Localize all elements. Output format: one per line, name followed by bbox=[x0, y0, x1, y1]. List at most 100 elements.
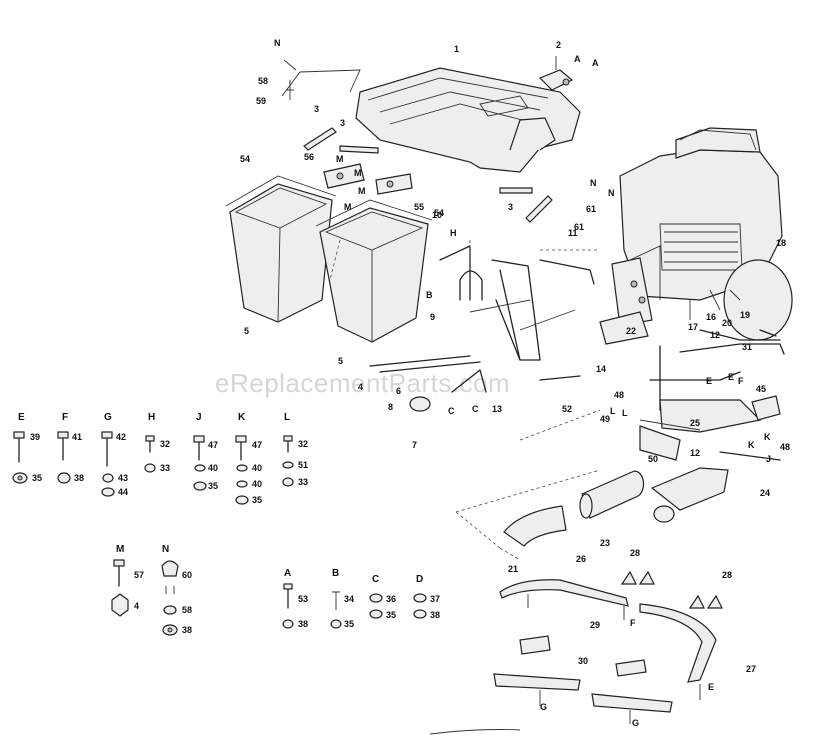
callout-G: G bbox=[540, 702, 547, 712]
group-letter-b: B bbox=[332, 568, 339, 579]
group-letter-k: K bbox=[238, 412, 246, 423]
clips-28 bbox=[620, 570, 723, 609]
skids-30 bbox=[493, 673, 673, 724]
svg-text:39: 39 bbox=[30, 432, 40, 442]
group-letter-h: H bbox=[148, 412, 155, 423]
tubes bbox=[455, 409, 645, 561]
callout-12: 12 bbox=[710, 330, 720, 340]
svg-text:35: 35 bbox=[344, 619, 354, 629]
callout-5: 5 bbox=[244, 326, 249, 336]
callout-F: F bbox=[630, 618, 636, 628]
callout-E: E bbox=[706, 376, 712, 386]
callout-C: C bbox=[472, 404, 479, 414]
svg-text:38: 38 bbox=[74, 473, 84, 483]
callout-16: 16 bbox=[706, 312, 716, 322]
hitch-hardware bbox=[689, 289, 781, 341]
rail-right-27 bbox=[639, 603, 717, 700]
stray-line bbox=[429, 729, 521, 735]
callout-K: K bbox=[764, 432, 771, 442]
callout-10: 10 bbox=[432, 210, 442, 220]
hardware-legend-labels: E 39 35 F 41 38 G 42 43 44 H 32 33 J 47 … bbox=[18, 412, 440, 635]
callout-13: 13 bbox=[492, 404, 502, 414]
group-letter-g: G bbox=[104, 412, 112, 423]
group-letter-a: A bbox=[284, 568, 291, 579]
svg-text:35: 35 bbox=[208, 481, 218, 491]
callout-45: 45 bbox=[756, 384, 766, 394]
callout-3: 3 bbox=[340, 118, 345, 128]
callout-61: 61 bbox=[574, 222, 584, 232]
callout-8: 8 bbox=[388, 402, 393, 412]
callout-K: K bbox=[748, 440, 755, 450]
group-letter-e: E bbox=[18, 412, 25, 423]
svg-text:33: 33 bbox=[298, 477, 308, 487]
callout-12: 12 bbox=[690, 448, 700, 458]
callout-N: N bbox=[274, 38, 281, 48]
hardware-icons bbox=[12, 431, 427, 636]
svg-text:51: 51 bbox=[298, 460, 308, 470]
callout-B: B bbox=[426, 290, 433, 300]
callout-54: 54 bbox=[240, 154, 250, 164]
callout-E: E bbox=[708, 682, 714, 692]
callout-6: 6 bbox=[396, 386, 401, 396]
latch-part-2 bbox=[538, 56, 574, 91]
catcher-cover bbox=[281, 67, 581, 173]
callout-59: 59 bbox=[256, 96, 266, 106]
callout-29: 29 bbox=[590, 620, 600, 630]
svg-text:34: 34 bbox=[344, 594, 354, 604]
callout-50: 50 bbox=[648, 454, 658, 464]
callout-48: 48 bbox=[614, 390, 624, 400]
callout-11: 11 bbox=[568, 228, 578, 238]
svg-text:37: 37 bbox=[430, 594, 440, 604]
callout-56: 56 bbox=[304, 152, 314, 162]
callout-49: 49 bbox=[600, 414, 610, 424]
svg-text:38: 38 bbox=[298, 619, 308, 629]
group-letter-c: C bbox=[372, 574, 379, 585]
svg-text:32: 32 bbox=[160, 439, 170, 449]
callout-17: 17 bbox=[688, 322, 698, 332]
callout-F: F bbox=[738, 376, 744, 386]
svg-text:35: 35 bbox=[252, 495, 262, 505]
svg-text:44: 44 bbox=[118, 487, 128, 497]
svg-text:53: 53 bbox=[298, 594, 308, 604]
callout-C: C bbox=[448, 406, 455, 416]
svg-text:47: 47 bbox=[252, 440, 262, 450]
callout-22: 22 bbox=[626, 326, 636, 336]
callout-18: 18 bbox=[776, 238, 786, 248]
group-letter-f: F bbox=[62, 412, 68, 423]
callout-48: 48 bbox=[780, 442, 790, 452]
group-letter-l: L bbox=[284, 412, 290, 423]
callout-A: A bbox=[592, 58, 599, 68]
callout-24: 24 bbox=[760, 488, 770, 498]
callout-28: 28 bbox=[630, 548, 640, 558]
callout-J: J bbox=[766, 454, 771, 464]
callout-4: 4 bbox=[358, 382, 363, 392]
callout-M: M bbox=[336, 154, 344, 164]
callout-25: 25 bbox=[690, 418, 700, 428]
group-letter-m: M bbox=[116, 544, 124, 555]
callout-7: 7 bbox=[412, 440, 417, 450]
callout-21: 21 bbox=[508, 564, 518, 574]
callout-23: 23 bbox=[600, 538, 610, 548]
callout-N: N bbox=[590, 178, 597, 188]
callout-1: 1 bbox=[454, 44, 459, 54]
callout-2: 2 bbox=[556, 40, 561, 50]
svg-text:40: 40 bbox=[208, 463, 218, 473]
bag-right bbox=[315, 199, 433, 343]
callout-61: 61 bbox=[586, 204, 596, 214]
svg-text:60: 60 bbox=[182, 570, 192, 580]
svg-text:42: 42 bbox=[116, 432, 126, 442]
hinge-parts bbox=[323, 163, 413, 195]
callout-9: 9 bbox=[430, 312, 435, 322]
callout-L: L bbox=[610, 406, 616, 416]
svg-text:47: 47 bbox=[208, 440, 218, 450]
callout-M: M bbox=[354, 168, 362, 178]
callout-28: 28 bbox=[722, 570, 732, 580]
callout-54: 54 bbox=[434, 208, 444, 218]
callout-G: G bbox=[632, 718, 639, 728]
callout-A: A bbox=[574, 54, 581, 64]
callout-3: 3 bbox=[508, 202, 513, 212]
callout-N: N bbox=[608, 188, 615, 198]
callout-52: 52 bbox=[562, 404, 572, 414]
svg-text:40: 40 bbox=[252, 479, 262, 489]
